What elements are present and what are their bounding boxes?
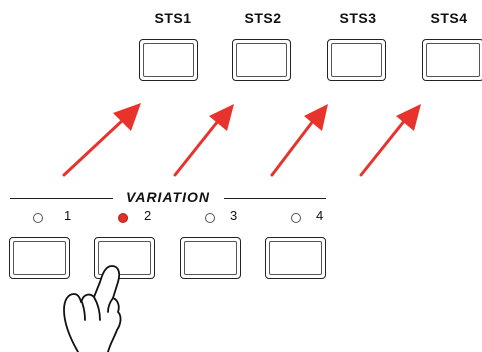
variation-2-number: 2 — [144, 208, 152, 223]
sts1-label: STS1 — [154, 10, 192, 26]
variation-1-button[interactable] — [9, 237, 70, 279]
variation-1-led — [33, 213, 43, 223]
variation-4-led — [291, 213, 301, 223]
arrow-1 — [62, 103, 141, 177]
variation-title: VARIATION — [113, 189, 223, 205]
variation-line-left — [10, 198, 122, 199]
sts3-label: STS3 — [339, 10, 377, 26]
hand-pointer-icon — [63, 265, 122, 352]
sts4-button[interactable] — [422, 39, 482, 81]
arrow-4 — [359, 104, 421, 177]
variation-4-number: 4 — [316, 208, 324, 223]
variation-4-button[interactable] — [265, 237, 326, 279]
sts1-button[interactable] — [139, 39, 198, 81]
sts2-button[interactable] — [232, 39, 291, 81]
variation-3-led — [205, 213, 215, 223]
variation-2-led — [118, 213, 128, 223]
sts2-label: STS2 — [244, 10, 282, 26]
variation-3-number: 3 — [230, 208, 238, 223]
variation-3-button[interactable] — [180, 237, 241, 279]
arrow-3 — [270, 104, 328, 177]
sts4-label: STS4 — [430, 10, 468, 26]
sts3-button[interactable] — [327, 39, 386, 81]
red-arrows — [62, 103, 421, 177]
arrow-2 — [173, 104, 234, 177]
variation-1-number: 1 — [64, 208, 72, 223]
variation-line-right — [224, 198, 326, 199]
